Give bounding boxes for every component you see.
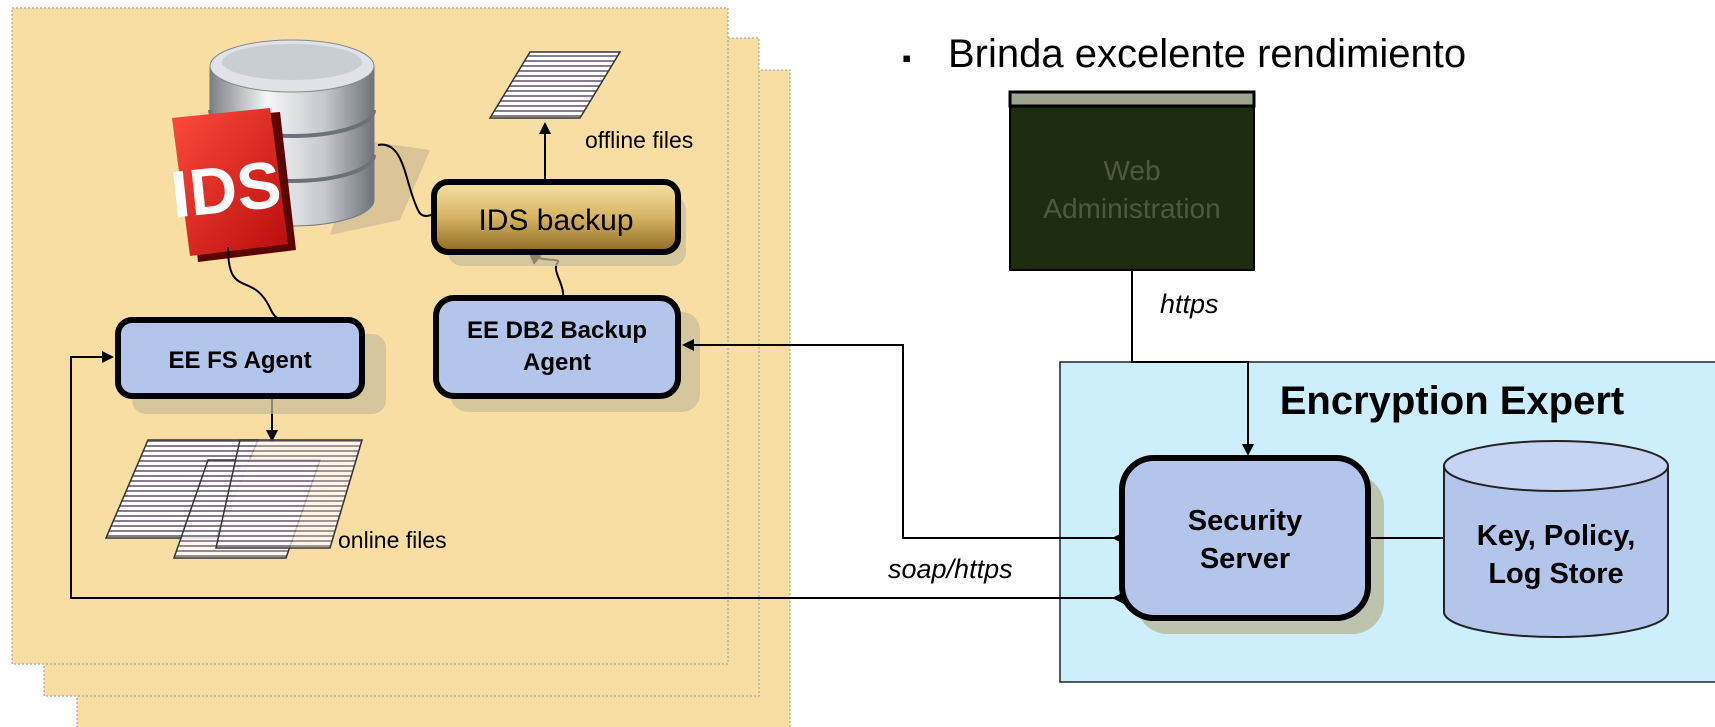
ids-backup-label: IDS backup xyxy=(478,204,633,237)
bullet-marker: ▪ xyxy=(902,43,911,73)
security-server-box xyxy=(1119,455,1371,621)
db2-agent-box xyxy=(433,295,681,399)
db2-agent-label-line1: EE DB2 Backup xyxy=(467,317,647,344)
encryption-expert-title: Encryption Expert xyxy=(1280,379,1625,423)
web-admin-label-line2: Administration xyxy=(1043,193,1220,224)
ids-logo-icon: IDS xyxy=(167,108,296,262)
https-label: https xyxy=(1160,289,1219,319)
web-admin-to-security-server-arrow xyxy=(1131,270,1254,456)
ids-logo-text: IDS xyxy=(167,146,284,231)
database-icon xyxy=(208,39,430,235)
web-admin-titlebar xyxy=(1008,90,1256,108)
soap-https-label: soap/https xyxy=(888,554,1013,584)
offline-files-icon xyxy=(488,51,622,119)
security-server-label-line1: Security xyxy=(1188,505,1302,537)
web-admin-label-line1: Web xyxy=(1103,155,1160,186)
db-to-backup-connector xyxy=(377,143,439,217)
online-files-label: online files xyxy=(338,527,447,553)
soap-https-fs-connector xyxy=(70,351,1124,604)
fs-agent-label: EE FS Agent xyxy=(168,347,311,374)
store-label-line2: Log Store xyxy=(1488,558,1623,590)
ids-backup-box xyxy=(431,179,681,255)
store-label-line1: Key, Policy, xyxy=(1477,520,1636,552)
key-policy-log-store-cylinder xyxy=(1443,440,1669,638)
web-admin-box xyxy=(1009,91,1255,271)
db2-agent-label-line2: Agent xyxy=(523,349,591,376)
security-server-label-line2: Server xyxy=(1200,543,1290,575)
bullet-text: Brinda excelente rendimiento xyxy=(948,32,1466,76)
offline-files-label: offline files xyxy=(585,127,693,153)
